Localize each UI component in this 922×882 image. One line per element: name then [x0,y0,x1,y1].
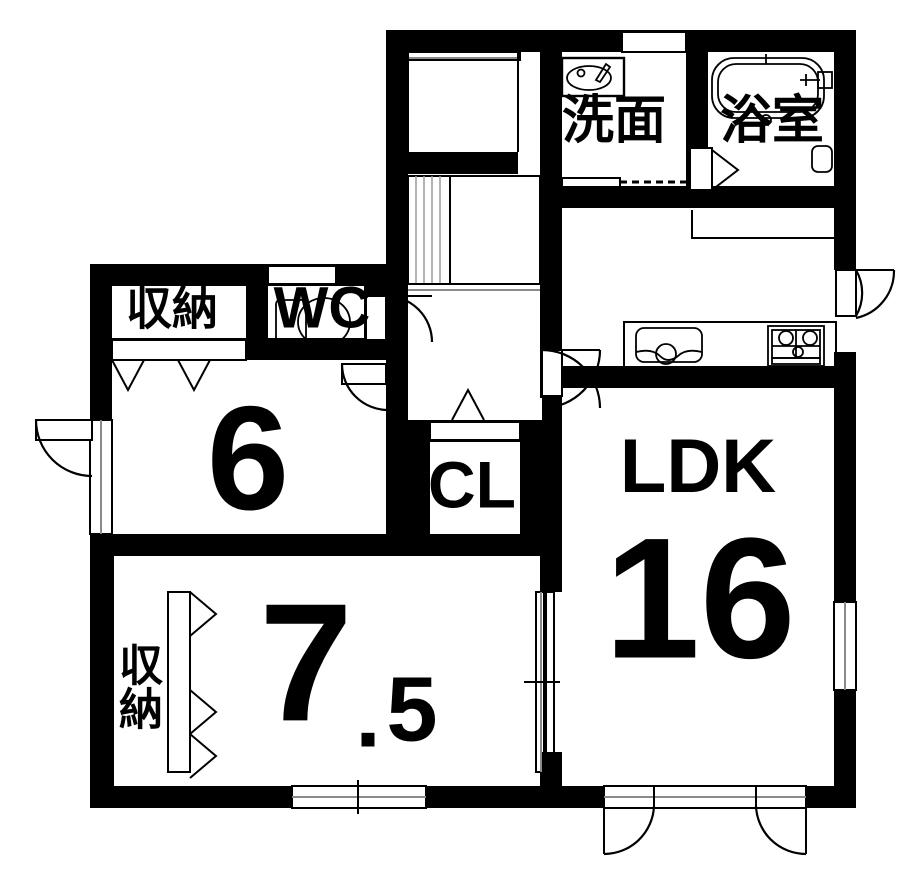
door-hall-to-ldk[interactable] [541,348,602,410]
room-label-bedroom-6: 6 [207,376,289,541]
wc-door[interactable] [365,294,434,343]
toilet-icon [275,297,351,347]
closet-left-doors[interactable] [167,591,218,779]
room-label-toilet: WC [274,275,371,340]
thin-lines [407,51,521,152]
room-label-bathroom: 浴室 [720,91,824,151]
window-washroom-top [621,31,687,53]
gas-stove-icon [767,325,825,367]
stairs [407,175,541,291]
room-label-washroom: 洗面 [562,91,666,151]
room-label-closet-left: 収納 [111,642,163,730]
kitchen-counter [623,321,837,369]
ldk-cabinet-outline [691,210,836,239]
room-label-ldk: LDK [620,424,776,509]
panel-closet-top [267,265,337,285]
vanity-sink-icon [560,56,626,98]
window-room-75-bottom [291,780,427,814]
closet-top-doors[interactable] [111,339,247,393]
kitchen-sink-icon [635,327,703,365]
room-label-room75-frac: 5 [386,658,437,760]
door-ldk-right-top[interactable] [835,269,896,320]
cl-closet-door[interactable] [429,387,521,441]
room-label-ldk-area: 16 [604,502,795,694]
door-bedroom-6[interactable] [340,363,389,412]
room-label-closet-top: 収納 [126,282,218,336]
sliding-door-ldk[interactable] [524,591,560,773]
shower-stool-icon [811,145,833,173]
room-label-room75-dot: . [355,664,381,766]
room-label-room75-main: 7 [259,568,352,756]
room-label-cl: CL [428,447,516,521]
double-door-ldk-bottom[interactable] [603,785,807,856]
sliding-door-washroom [561,177,686,188]
window-ldk-right [833,601,857,691]
walls [90,30,856,808]
bathroom-door[interactable] [689,147,740,191]
window-bedroom-6-left [34,419,113,535]
shower-valve-icon [800,71,833,89]
